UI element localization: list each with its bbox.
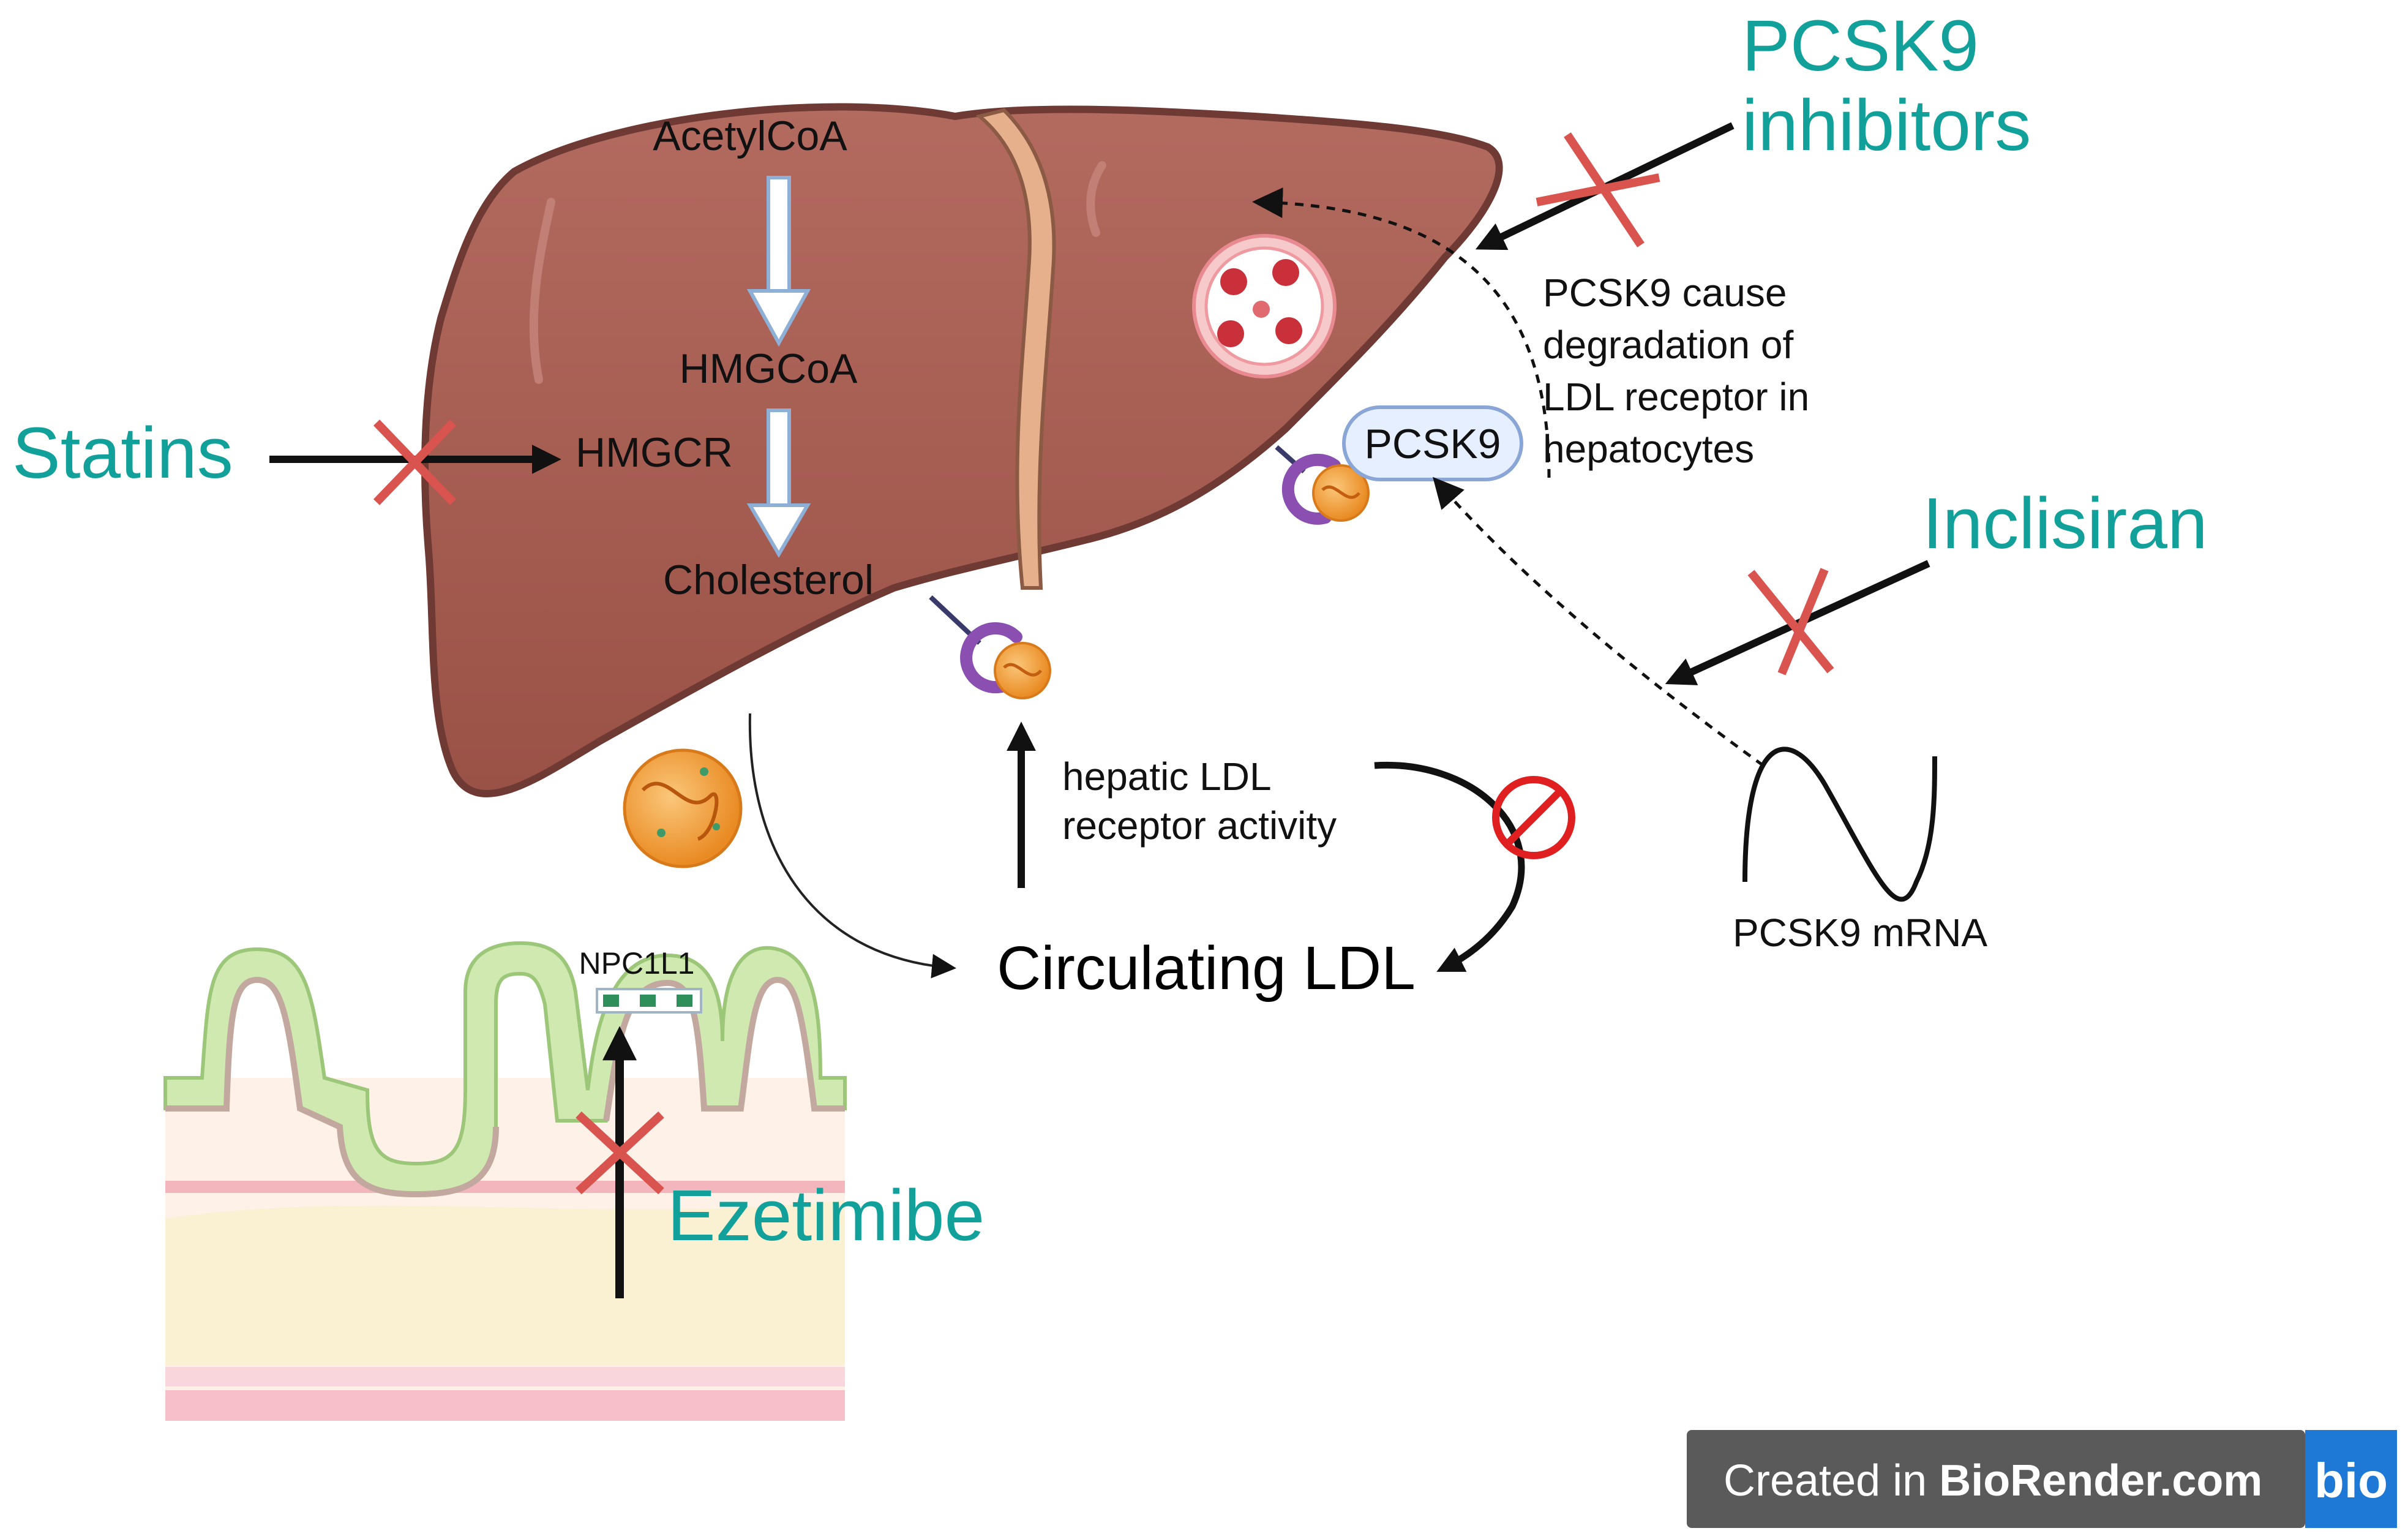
- ldl-receptor-bottom: [929, 595, 1051, 699]
- pathway-arrow-1: [746, 176, 811, 347]
- hepatic-label-line2: receptor activity: [1062, 803, 1337, 848]
- statins-label: Statins: [12, 413, 233, 494]
- pcsk9-degradation-dotted-arrow: [1252, 187, 1551, 478]
- block-x-icon: [1536, 132, 1660, 247]
- pcsk9-inhibitors-label-line2: inhibitors: [1742, 85, 2031, 166]
- biorender-badge: Created in BioRender.com bio: [1687, 1430, 2397, 1528]
- prohibit-icon: [1492, 776, 1575, 859]
- feedback-arrow: [1374, 761, 1525, 972]
- intestine-illustration: NPC1L1: [163, 941, 847, 1421]
- pcsk9-note-line3: LDL receptor in: [1543, 375, 1809, 419]
- lysosome-icon: [1192, 234, 1337, 378]
- mrna-icon: [1742, 747, 1937, 902]
- pcsk9-note-line4: hepatocytes: [1543, 427, 1754, 471]
- hmgcr-label: HMGCR: [576, 429, 733, 476]
- npc1l1-label: NPC1L1: [579, 946, 695, 980]
- pcsk9-note-line1: PCSK9 cause: [1543, 271, 1787, 315]
- acetylcoa-label: AcetylCoA: [653, 113, 847, 159]
- pcsk9-mrna-label: PCSK9 mRNA: [1733, 911, 1987, 955]
- cholesterol-label: Cholesterol: [663, 557, 874, 603]
- pcsk9-bubble: [1342, 405, 1523, 481]
- falciform-ligament: [975, 108, 1056, 590]
- liver-highlight-right: [1086, 161, 1106, 237]
- absorption-arrow: [748, 713, 956, 979]
- badge-text: Created in BioRender.com: [1723, 1456, 2262, 1505]
- block-x-icon-statins: [373, 420, 457, 505]
- biorender-logo-icon: bio: [2314, 1453, 2388, 1508]
- pcsk9-note-line2: degradation of: [1543, 323, 1793, 367]
- inclisiran-label: Inclisiran: [1922, 483, 2208, 564]
- ezetimibe-label: Ezetimibe: [667, 1175, 985, 1256]
- pathway-arrow-2: [746, 408, 811, 558]
- ldl-receptor-pcsk9-complex: PCSK9: [1275, 405, 1523, 525]
- pcsk9-inhibitors-label-line1: PCSK9: [1742, 6, 1979, 86]
- npc1l1-transporter-icon: [596, 988, 702, 1014]
- pcsk9-bubble-label: PCSK9: [1365, 421, 1501, 467]
- block-x-icon-ezetimibe: [576, 1111, 664, 1195]
- liver-highlight: [529, 198, 555, 384]
- circulating-ldl-label: Circulating LDL: [997, 934, 1416, 1003]
- cholesterol-pathway: AcetylCoA HMGCoA HMGCR Cholesterol: [576, 113, 874, 603]
- translation-dotted-arrow: [1433, 476, 1765, 767]
- block-x-icon-inclisiran: [1747, 568, 1834, 675]
- ldl-particle-icon: [623, 748, 743, 868]
- hmgcoa-label: HMGCoA: [680, 345, 858, 392]
- hepatic-label-line1: hepatic LDL: [1062, 754, 1272, 799]
